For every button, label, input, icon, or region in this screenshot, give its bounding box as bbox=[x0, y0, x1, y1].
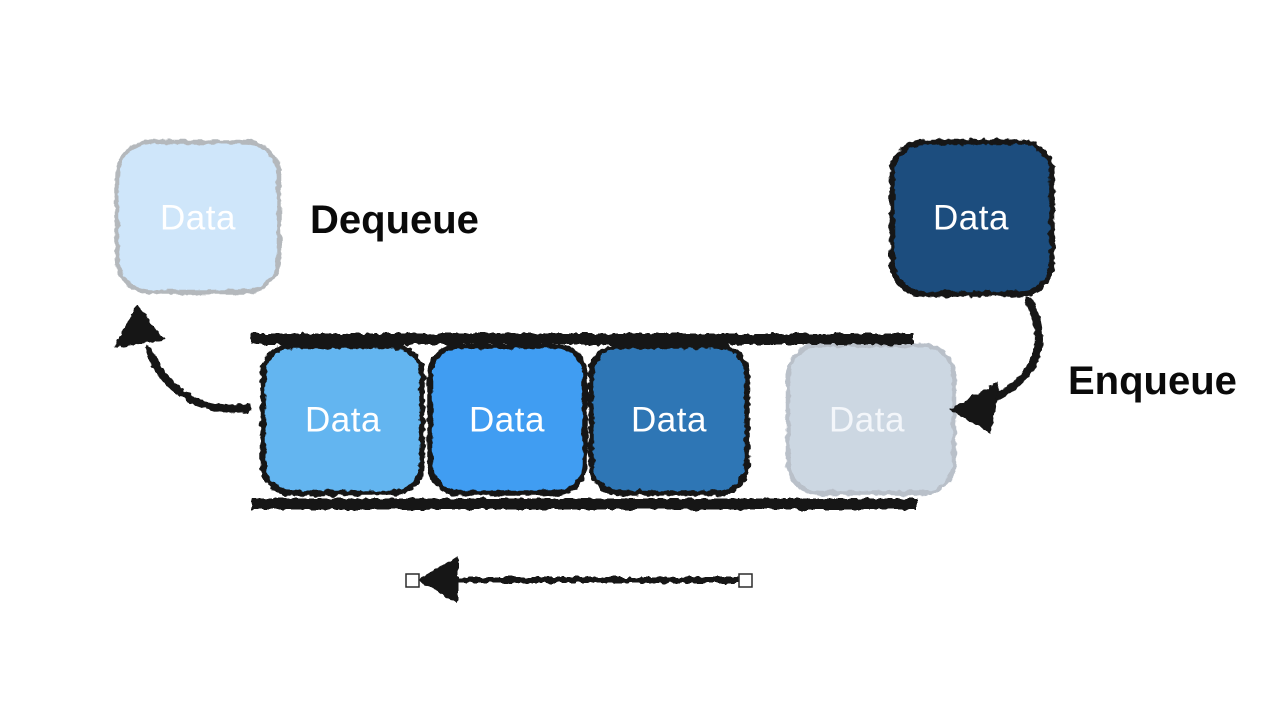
dequeue-arrow-line bbox=[145, 346, 251, 413]
enqueue-arrow[interactable] bbox=[949, 297, 1043, 434]
dequeue-label[interactable]: Dequeue bbox=[310, 198, 479, 242]
queue-item-3[interactable]: Data bbox=[588, 343, 750, 496]
flow-direction-arrow[interactable] bbox=[405, 556, 753, 604]
dequeued-item-label: Data bbox=[160, 199, 236, 238]
queue-item-1[interactable]: Data bbox=[260, 343, 425, 496]
queue-item-4-box[interactable] bbox=[785, 342, 957, 496]
flow-arrowhead-icon bbox=[417, 556, 458, 604]
dequeued-item[interactable]: Data bbox=[114, 139, 282, 295]
queue-item-1-box[interactable] bbox=[260, 343, 425, 496]
dequeued-item-box[interactable] bbox=[114, 139, 282, 295]
enqueue-arrow-line bbox=[994, 297, 1043, 400]
queue-item-2[interactable]: Data bbox=[427, 343, 588, 496]
queue-item-3-box[interactable] bbox=[588, 343, 750, 496]
enqueue-label[interactable]: Enqueue bbox=[1068, 359, 1237, 403]
dequeue-arrowhead-icon bbox=[114, 304, 165, 348]
queue-item-1-label: Data bbox=[305, 401, 381, 440]
queue-item-4-label: Data bbox=[829, 401, 905, 440]
queue-item-4[interactable]: Data bbox=[785, 342, 957, 496]
enqueue-arrowhead-icon bbox=[949, 382, 999, 434]
queue-item-2-label: Data bbox=[469, 401, 545, 440]
selection-handle-left[interactable] bbox=[405, 573, 420, 588]
selection-handle-right[interactable] bbox=[738, 573, 753, 588]
incoming-item-box[interactable] bbox=[889, 139, 1055, 297]
dequeue-arrow[interactable] bbox=[114, 304, 251, 413]
queue-item-2-box[interactable] bbox=[427, 343, 588, 496]
incoming-item-label: Data bbox=[933, 199, 1009, 238]
incoming-item[interactable]: Data bbox=[889, 139, 1055, 297]
queue-item-3-label: Data bbox=[631, 401, 707, 440]
